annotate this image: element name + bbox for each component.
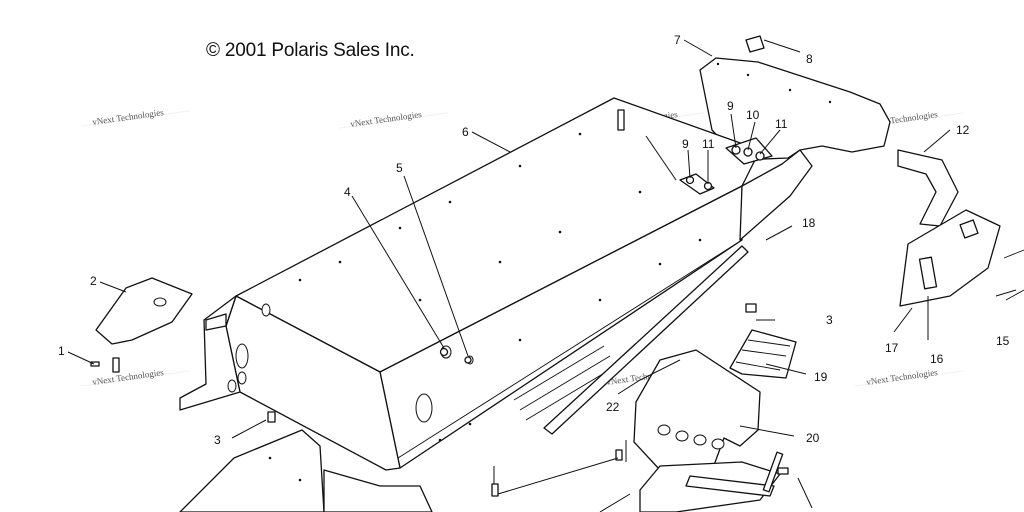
part-rear-flap-assembly [897, 149, 1024, 307]
callout-label: 8 [806, 52, 813, 66]
fasteners [90, 35, 789, 497]
part-lower-panel [179, 429, 433, 512]
callout-label: 9 [727, 99, 734, 113]
callout-label: 10 [746, 108, 760, 122]
part-foot-bracket-19 [729, 329, 797, 379]
part-tunnel [179, 97, 813, 471]
callout-label: 17 [885, 341, 899, 355]
callout-label: 22 [606, 400, 620, 414]
callout-label: 1 [58, 344, 65, 358]
callout-labels: 1 2 3 3 4 5 6 7 8 9 9 10 11 11 12 15 16 … [58, 33, 1010, 447]
callout-label: 7 [674, 33, 681, 47]
callout-label: 2 [90, 274, 97, 288]
callout-label: 4 [344, 185, 351, 199]
callout-label: 19 [814, 370, 828, 384]
leader-lines [67, 39, 1017, 512]
callout-label: 20 [806, 431, 820, 445]
callout-label: 6 [462, 125, 469, 139]
callout-label: 3 [826, 313, 833, 327]
part-lower-bracket [639, 451, 784, 512]
copyright-notice: © 2001 Polaris Sales Inc. [206, 40, 415, 61]
callout-label: 3 [214, 433, 221, 447]
callout-label: 16 [930, 352, 944, 366]
callout-label: 15 [996, 334, 1010, 348]
callout-label: 9 [682, 137, 689, 151]
part-bracket-20 [633, 349, 761, 477]
callout-label: 18 [802, 216, 816, 230]
part-bracket-2 [95, 277, 227, 345]
part-rail-rod [397, 239, 749, 459]
callout-label: 11 [775, 117, 788, 131]
callout-label: 11 [702, 137, 715, 151]
callout-label: 12 [956, 123, 970, 137]
callout-label: 5 [396, 161, 403, 175]
